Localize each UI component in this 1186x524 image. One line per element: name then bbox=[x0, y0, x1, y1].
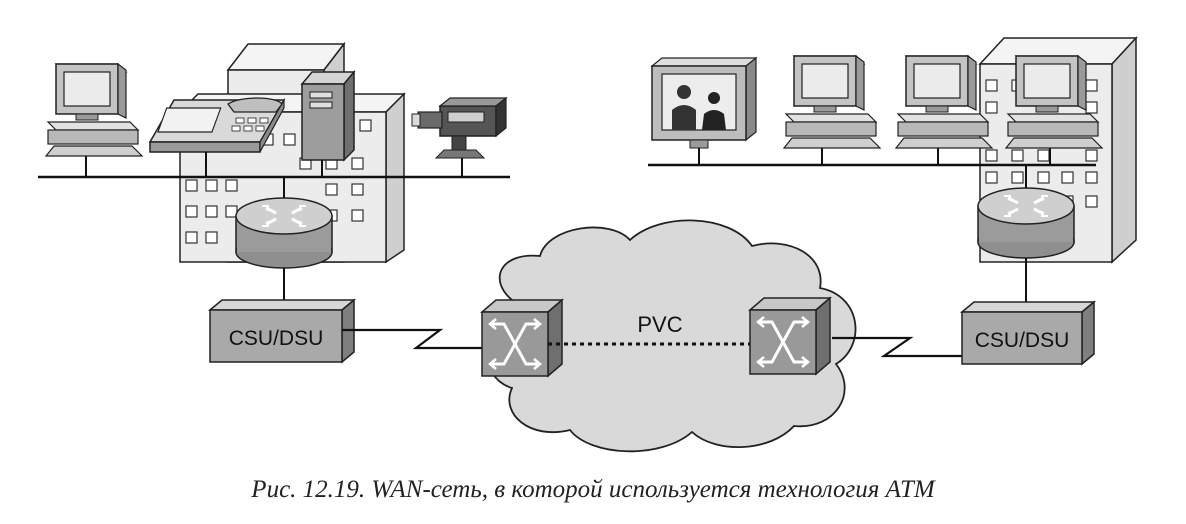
serial-link-right bbox=[832, 336, 964, 358]
router-icon bbox=[976, 186, 1076, 260]
workstation-icon bbox=[783, 55, 881, 149]
atm-switch-icon bbox=[748, 296, 832, 376]
video-camera-icon bbox=[411, 96, 508, 159]
workstation-icon bbox=[45, 63, 143, 157]
tv-monitor-icon bbox=[650, 56, 758, 149]
phone-icon bbox=[148, 97, 286, 153]
csu-dsu-label-right: CSU/DSU bbox=[975, 329, 1070, 352]
csu-dsu-icon bbox=[207, 298, 357, 364]
pvc-label: PVC bbox=[637, 312, 682, 337]
workstation-icon bbox=[895, 55, 993, 149]
csu-dsu-icon bbox=[959, 300, 1097, 366]
server-icon bbox=[300, 69, 356, 162]
serial-link-left bbox=[342, 328, 500, 350]
wan-cloud-icon bbox=[484, 219, 857, 453]
figure-caption: Рис. 12.19. WAN-сеть, в которой использу… bbox=[251, 476, 935, 503]
csu-dsu-label-left: CSU/DSU bbox=[229, 327, 324, 350]
router-icon bbox=[234, 196, 334, 270]
atm-switch-icon bbox=[480, 298, 564, 378]
